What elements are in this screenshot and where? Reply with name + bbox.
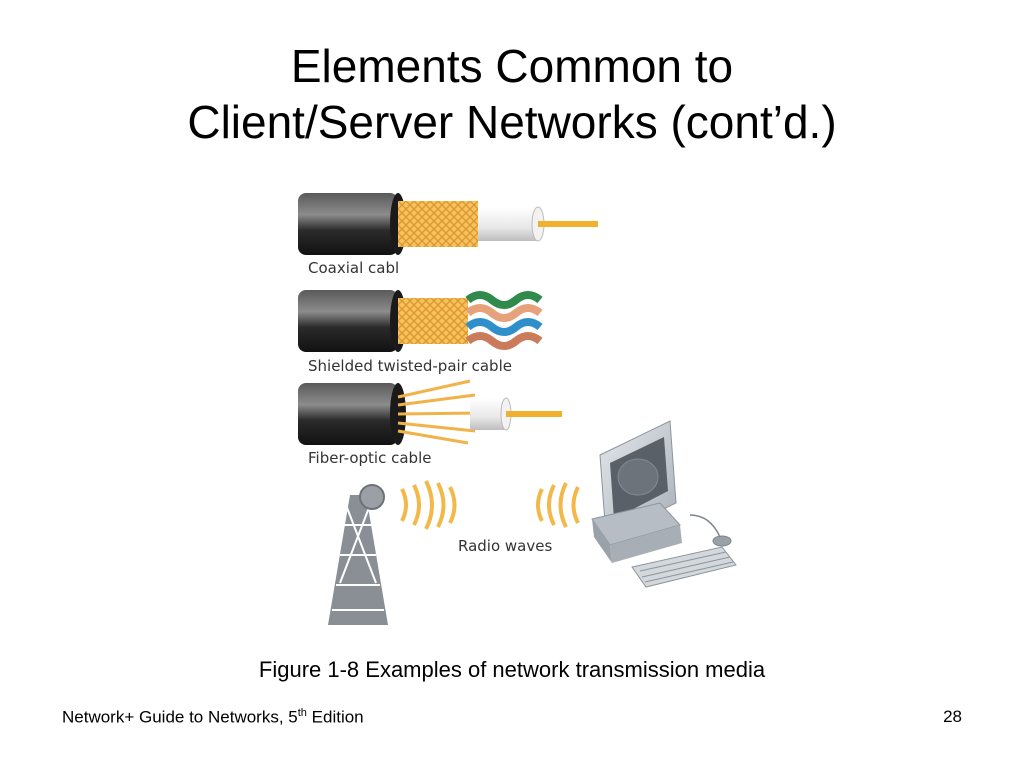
fiber-optic-cable-illustration (298, 379, 562, 445)
slide-title: Elements Common to Client/Server Network… (0, 38, 1024, 150)
figure-caption: Figure 1-8 Examples of network transmiss… (258, 657, 766, 682)
footer-book-superscript: th (297, 707, 307, 719)
coaxial-cable-illustration (298, 193, 598, 255)
computer-icon (591, 420, 737, 588)
radio-waves-label: Radio waves (458, 537, 552, 555)
footer-book-title: Network+ Guide to Networks, 5th Edition (62, 707, 364, 728)
title-line-1: Elements Common to (290, 40, 734, 92)
footer-book-suffix: Edition (306, 707, 364, 727)
shielded-twisted-pair-illustration (298, 290, 543, 352)
transmission-media-figure: Coaxial cabl Shielded twisted-pair cable (270, 185, 750, 635)
footer-book-prefix: Network+ Guide to Networks, 5 (62, 707, 298, 727)
page-number: 28 (943, 707, 962, 726)
fiber-optic-label: Fiber-optic cable (308, 449, 431, 467)
coaxial-label: Coaxial cabl (308, 259, 399, 277)
title-line-2: Client/Server Networks (cont’d.) (187, 96, 837, 148)
shielded-twisted-pair-label: Shielded twisted-pair cable (308, 357, 512, 375)
radio-tower-icon (328, 484, 388, 625)
radio-waves-icon (400, 480, 580, 530)
